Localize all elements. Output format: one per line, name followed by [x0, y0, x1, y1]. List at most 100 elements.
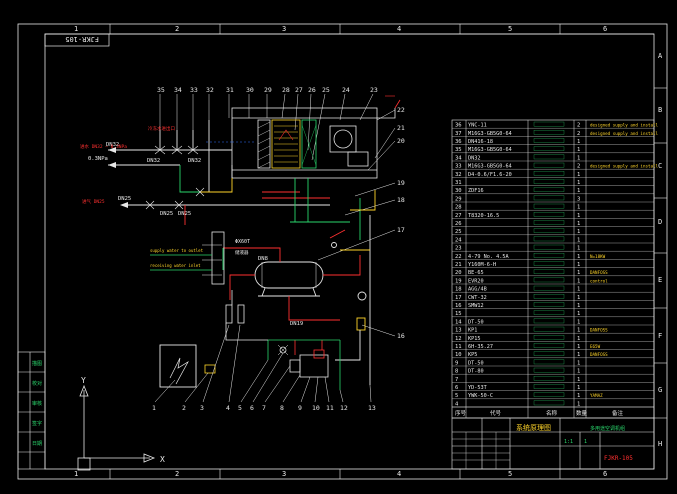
- callout-leaders-bottom: [154, 324, 372, 403]
- table-row-name-glyph: [533, 187, 565, 192]
- table-row-name-glyph: [533, 318, 565, 324]
- svg-text:5: 5: [508, 470, 512, 478]
- table-row-name-glyph: [533, 203, 565, 209]
- table-row-no: 10: [455, 352, 462, 358]
- drawing-title: 系统原理图: [516, 423, 551, 432]
- table-row-qty: 1: [577, 328, 580, 334]
- grid-col-5: 5: [508, 25, 512, 33]
- grid-row-C: C: [658, 162, 662, 170]
- grid-row-markers: A B C D E F G H: [654, 52, 667, 448]
- table-row-note: control: [590, 278, 608, 283]
- table-row-note: DANFOSS: [590, 352, 608, 357]
- table-row-model: 4-79 No. 4.5A: [468, 254, 509, 260]
- table-row-qty: 1: [577, 213, 580, 219]
- table-row-no: 25: [455, 229, 462, 235]
- table-row-qty: 1: [577, 254, 580, 260]
- table-row-name-glyph: [533, 138, 565, 143]
- table-row-model: YD-53T: [468, 385, 487, 391]
- table-row-name-glyph: [533, 195, 565, 201]
- table-row-name-glyph: [533, 326, 565, 332]
- grid-row-D: D: [658, 218, 662, 226]
- table-row-no: 15: [455, 311, 462, 317]
- table-row-model: DN32: [468, 155, 481, 161]
- table-row-model: KP5: [468, 352, 477, 358]
- svg-text:DN32: DN32: [106, 142, 119, 148]
- grid-row-G: G: [658, 386, 662, 394]
- table-row-model: SMW12: [468, 303, 484, 309]
- table-row-qty: 1: [577, 172, 580, 178]
- table-row-name-glyph: [533, 121, 565, 127]
- grid-col-markers-top: 1 2 3 4 5 6: [74, 24, 607, 34]
- grid-col-3: 3: [282, 25, 286, 33]
- table-row-qty: 1: [577, 287, 580, 293]
- svg-text:12: 12: [340, 404, 348, 412]
- table-row-qty: 1: [577, 360, 580, 366]
- table-row-no: 16: [455, 303, 462, 309]
- table-row-qty: 1: [577, 155, 580, 161]
- svg-text:20: 20: [397, 137, 405, 145]
- svg-text:ΦX60T: ΦX60T: [235, 239, 250, 245]
- svg-text:1: 1: [74, 470, 78, 478]
- table-row-no: 31: [455, 180, 462, 186]
- table-row-no: 35: [455, 147, 462, 153]
- table-row-qty: 1: [577, 303, 580, 309]
- table-row-no: 12: [455, 336, 462, 342]
- table-header-cell: 序号: [455, 409, 467, 417]
- table-row-no: 17: [455, 295, 462, 301]
- table-row-note: designed supply and install: [590, 131, 659, 136]
- svg-text:27: 27: [295, 86, 303, 94]
- table-row-no: 11: [455, 344, 462, 350]
- table-row-name-glyph: [533, 171, 565, 176]
- table-row-name-glyph: [533, 154, 565, 160]
- valves: [145, 145, 205, 210]
- table-row-note: designed supply and install: [590, 164, 659, 169]
- table-row-note: DANFOSS: [590, 270, 608, 275]
- pipe-labels: DN32 DN32 0.3NPa DN32 DN25 DN25 DN25 DN8…: [88, 142, 303, 327]
- svg-text:DN25: DN25: [178, 211, 191, 217]
- table-row-name-glyph: [533, 212, 565, 217]
- table-row-qty: 1: [577, 147, 580, 153]
- table-row-no: 5: [455, 393, 458, 399]
- table-row-qty: 1: [577, 246, 580, 252]
- svg-text:进水 DN32 — 0.3NPa: 进水 DN32 — 0.3NPa: [80, 143, 127, 150]
- svg-text:冷冻水进出口: 冷冻水进出口: [148, 125, 175, 132]
- table-row-no: 18: [455, 287, 462, 293]
- svg-text:17: 17: [397, 226, 405, 234]
- table-row-name-glyph: [533, 335, 565, 340]
- svg-text:24: 24: [342, 86, 350, 94]
- grid-row-F: F: [658, 332, 662, 340]
- svg-text:3: 3: [282, 470, 286, 478]
- svg-text:receiving water inlet: receiving water inlet: [150, 263, 201, 268]
- table-row-no: 36: [455, 123, 462, 129]
- svg-text:描图: 描图: [32, 360, 42, 367]
- table-row-model: EVR20: [468, 278, 484, 284]
- table-row-qty: 2: [577, 131, 580, 137]
- table-row-qty: 1: [577, 270, 580, 276]
- callouts-right: 22 21 20 19 18 17 16: [397, 106, 405, 340]
- svg-text:5: 5: [238, 404, 242, 412]
- grid-col-markers-bottom: 1 2 3 4 5 6: [74, 469, 607, 479]
- table-header-cell: 数量: [576, 409, 588, 417]
- table-row-note: YAMAZ: [590, 393, 603, 398]
- table-row-no: 37: [455, 131, 462, 137]
- table-row-qty: 1: [577, 221, 580, 227]
- table-row-qty: 2: [577, 164, 580, 170]
- svg-text:11: 11: [326, 404, 334, 412]
- svg-text:FJKR-105: FJKR-105: [65, 35, 99, 43]
- table-row-model: CWT-32: [468, 295, 487, 301]
- table-row-qty: 1: [577, 344, 580, 350]
- table-row-qty: 3: [577, 196, 580, 202]
- table-row-qty: 1: [577, 311, 580, 317]
- table-row-name-glyph: [533, 302, 565, 307]
- table-row-qty: 1: [577, 369, 580, 375]
- table-row-qty: 1: [577, 352, 580, 358]
- table-row-note: N=18KW: [590, 254, 606, 259]
- svg-text:2: 2: [175, 470, 179, 478]
- left-approval-panel: [17, 351, 46, 470]
- table-row-no: 8: [455, 369, 458, 375]
- callout-leaders-top: [159, 93, 374, 161]
- table-row-no: 14: [455, 319, 462, 325]
- table-row-model: T8320-16.5: [468, 213, 499, 219]
- svg-text:签字: 签字: [32, 420, 42, 427]
- table-row-name-glyph: [533, 351, 565, 356]
